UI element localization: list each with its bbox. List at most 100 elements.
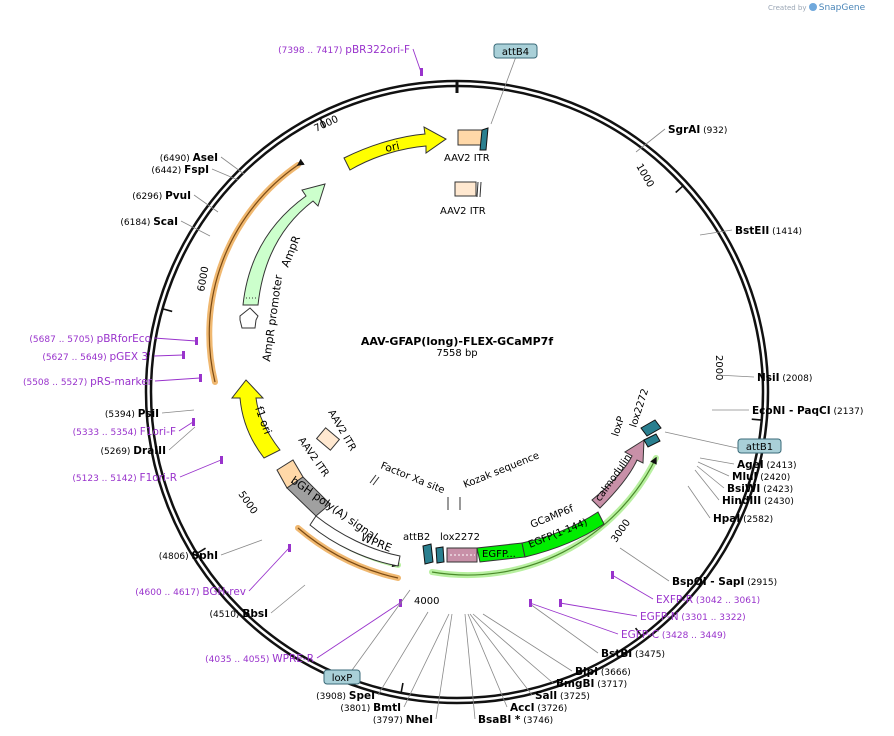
site-leader-line xyxy=(635,128,666,153)
site-leader-line xyxy=(619,547,670,582)
box-leader-line xyxy=(341,589,411,685)
kozak-label: Kozak sequence xyxy=(462,450,541,490)
feature-box xyxy=(737,438,782,454)
restriction-site-label: BmgBI (3717) xyxy=(556,678,627,690)
site-leader-line xyxy=(193,194,219,213)
primer-label: (5687 .. 5705) pBRforEco xyxy=(29,333,151,345)
restriction-site-label: BlpI (3666) xyxy=(575,666,631,678)
restriction-site-label: (6184) ScaI xyxy=(120,216,178,228)
f1-ori-feature xyxy=(230,379,281,459)
primer-mark xyxy=(182,351,185,359)
site-leader-line xyxy=(270,584,306,614)
feature-box-label: attB4 xyxy=(502,47,529,58)
site-leader-line xyxy=(220,539,263,556)
primer-leader-line xyxy=(154,377,201,382)
plasmid-name: AAV-GFAP(long)-FLEX-GCaMP7f xyxy=(360,335,554,348)
restriction-site-label: (3801) BmtI xyxy=(340,702,401,714)
primer-label: (7398 .. 7417) pBR322ori-F xyxy=(278,44,410,56)
feature-box xyxy=(323,669,361,685)
calmodulin-label: calmodulin xyxy=(593,452,633,503)
primer-label: EGFP-C (3428 .. 3449) xyxy=(621,629,726,641)
ruler-tick xyxy=(162,307,173,313)
site-leader-line xyxy=(699,229,733,236)
primer-mark xyxy=(420,68,423,76)
primer-mark xyxy=(195,337,198,345)
primer-label: (5333 .. 5354) F1ori-F xyxy=(73,426,176,438)
restriction-site-label: (4806) SphI xyxy=(159,550,218,562)
feature-box-label: loxP xyxy=(332,673,353,684)
plasmid-length: 7558 bp xyxy=(436,348,478,359)
ampr-label: AmpR xyxy=(279,233,303,269)
site-leader-line xyxy=(529,603,599,654)
restriction-site-label: (6296) PvuI xyxy=(132,190,191,202)
loxp-right-a xyxy=(640,419,662,437)
primer-label: (5123 .. 5142) F1ori-R xyxy=(72,472,177,484)
ruler-tick xyxy=(675,185,684,194)
credit-text: Created by xyxy=(768,4,807,12)
site-leader-line xyxy=(467,613,508,708)
itr-top2-feature xyxy=(454,181,477,197)
primer-leader-line xyxy=(178,421,194,432)
factor-xa-label: Factor Xa site xyxy=(379,461,446,497)
restriction-site-label: BsaBI * (3746) xyxy=(478,714,553,726)
ruler-tick xyxy=(400,682,404,693)
restriction-site-label: NsiI (2008) xyxy=(757,372,812,384)
site-leader-line xyxy=(694,469,720,501)
primer-leader-line xyxy=(559,602,638,617)
wpre-feature xyxy=(309,515,401,567)
loxp-right-b xyxy=(643,433,661,448)
restriction-site-label: (3797) NheI xyxy=(373,714,433,726)
primer-mark xyxy=(559,599,562,607)
site-leader-line xyxy=(161,409,195,414)
primer-label: (5627 .. 5649) pGEX 3' xyxy=(42,351,151,363)
ruler-label: 3000 xyxy=(609,518,633,545)
ampr-promoter-label: AmpR promoter xyxy=(260,274,285,363)
primer-mark xyxy=(288,544,291,552)
primer-leader-line xyxy=(412,48,422,73)
attb2-lox-b xyxy=(435,546,445,564)
attb2-label: attB2 xyxy=(403,532,430,543)
ori-label: ori xyxy=(384,139,401,155)
ruler-label: 1000 xyxy=(633,162,655,190)
primer-label: (5508 .. 5527) pRS-marker xyxy=(23,376,153,388)
restriction-site-label: (6442) FspI xyxy=(151,164,209,176)
itr-top2-bar-b xyxy=(479,181,482,198)
restriction-site-label: (6490) AseI xyxy=(160,152,218,164)
bgh-polya-feature xyxy=(286,476,331,517)
factor-xa-bar-a xyxy=(369,474,377,484)
site-leader-line xyxy=(403,613,450,708)
restriction-site-label: SalI (3725) xyxy=(535,690,590,702)
site-leader-line xyxy=(696,465,725,489)
primer-label: (4035 .. 4055) WPRE-R xyxy=(205,653,314,665)
site-leader-line xyxy=(469,613,533,696)
restriction-site-label: AgeI (2413) xyxy=(737,459,796,471)
site-leader-line xyxy=(377,611,429,696)
primer-mark xyxy=(199,374,202,382)
primer-label: EGFP-N (3301 .. 3322) xyxy=(640,611,746,623)
restriction-site-label: BsiWI (2423) xyxy=(727,483,793,495)
primer-leader-line xyxy=(179,459,222,478)
site-leader-line xyxy=(435,613,453,720)
orange-arc-lower-inner xyxy=(297,527,399,579)
restriction-site-label: (5269) DraIII xyxy=(101,445,167,457)
primer-leader-line xyxy=(153,337,197,342)
feature-box xyxy=(493,43,538,59)
site-leader-line xyxy=(464,613,476,720)
itr-top-lox xyxy=(479,127,489,151)
site-leader-line xyxy=(716,374,755,378)
green-arc-right-inner xyxy=(431,456,657,576)
ruler-label: 2000 xyxy=(713,355,724,380)
primer-mark xyxy=(529,599,532,607)
site-leader-line xyxy=(687,485,711,519)
restriction-site-label: BstBI (3475) xyxy=(601,648,665,660)
site-primer-labels: SgrAI (932)BstEII (1414)NsiI (2008)EcoNI… xyxy=(23,43,863,726)
site-leader-line xyxy=(699,457,735,465)
ruler-tick xyxy=(196,547,206,555)
site-leader-line xyxy=(168,426,196,451)
leader-lines xyxy=(153,48,760,720)
itr-inner-feature xyxy=(315,427,341,451)
site-leader-line xyxy=(180,220,211,237)
feature-box-label: attB1 xyxy=(746,442,773,453)
restriction-site-label: EcoNI - PaqCI (2137) xyxy=(752,405,863,417)
primer-leader-line xyxy=(153,354,184,357)
